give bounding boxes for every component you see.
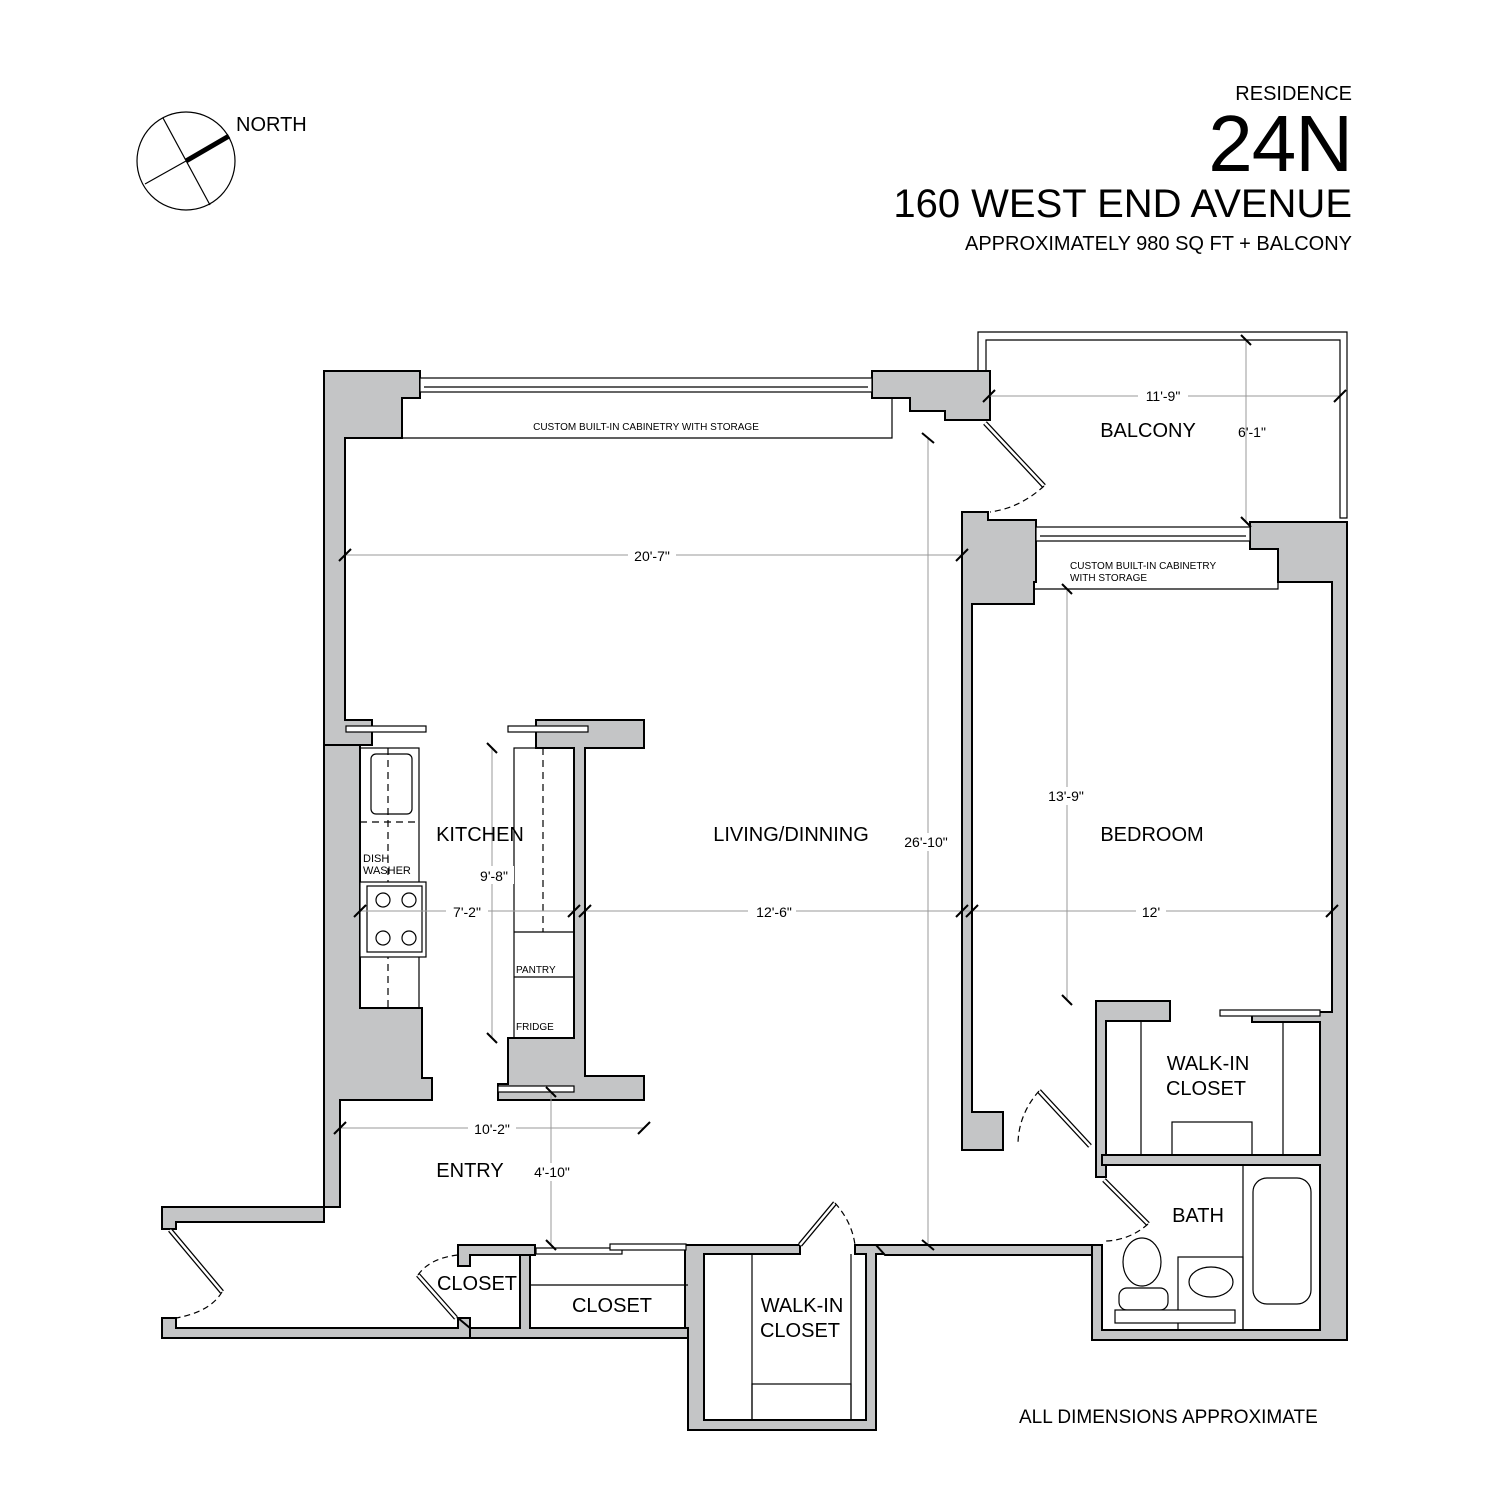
residence-label: RESIDENCE xyxy=(1235,83,1352,105)
dim-entry-depth: 4'-10" xyxy=(534,1164,570,1180)
walls xyxy=(161,370,1348,1431)
building-address: 160 WEST END AVENUE xyxy=(893,182,1352,226)
title-block: RESIDENCE 24N 160 WEST END AVENUE APPROX… xyxy=(893,82,1353,258)
dishwasher-label-line1: DISH xyxy=(363,853,389,865)
room-walkin-hall-line2: CLOSET xyxy=(760,1320,840,1342)
square-footage: APPROXIMATELY 980 SQ FT + BALCONY xyxy=(965,233,1352,255)
dim-living-width: 20'-7" xyxy=(634,548,670,564)
north-arrow-icon xyxy=(136,111,236,211)
fridge-label: FRIDGE xyxy=(516,1022,554,1033)
dimension-labels: 11'-9" 6'-1" 20'-7" 26'-10" 12'-6" 13'-9… xyxy=(446,386,1266,1181)
kitchen-fixtures xyxy=(359,747,575,1039)
cabinetry-bedroom-label-line2: WITH STORAGE xyxy=(1070,573,1147,584)
room-closet-small: CLOSET xyxy=(437,1273,517,1295)
dishwasher-label-line2: WASHER xyxy=(363,865,411,877)
dim-kitchen-length: 9'-8" xyxy=(480,868,508,884)
closet-bath-fixtures xyxy=(530,1021,1312,1421)
room-walkin-bedroom-line2: CLOSET xyxy=(1166,1078,1246,1100)
cabinetry-living-label: CUSTOM BUILT-IN CABINETRY WITH STORAGE xyxy=(533,422,759,433)
built-in-cabinetry xyxy=(402,398,1279,590)
north-label: NORTH xyxy=(236,114,307,136)
room-walkin-hall-line1: WALK-IN xyxy=(761,1295,844,1317)
doors xyxy=(168,421,1321,1320)
room-walkin-bedroom-line1: WALK-IN xyxy=(1167,1053,1250,1075)
dimensions-disclaimer: ALL DIMENSIONS APPROXIMATE xyxy=(1019,1407,1318,1428)
room-kitchen: KITCHEN xyxy=(436,824,524,846)
room-living-dining: LIVING/DINNING xyxy=(713,824,869,846)
unit-number: 24N xyxy=(1208,99,1353,188)
dim-balcony-width: 11'-9" xyxy=(1146,388,1181,404)
dim-entry-width: 10'-2" xyxy=(474,1121,510,1137)
fixture-labels: CUSTOM BUILT-IN CABINETRY WITH STORAGE C… xyxy=(363,422,1216,1033)
cabinetry-bedroom-label-line1: CUSTOM BUILT-IN CABINETRY xyxy=(1070,561,1216,572)
room-bath: BATH xyxy=(1172,1205,1224,1227)
room-balcony: BALCONY xyxy=(1100,420,1196,442)
windows xyxy=(419,377,1251,542)
dimension-lines xyxy=(333,334,1347,1251)
pantry-label: PANTRY xyxy=(516,965,556,976)
dim-bedroom-depth: 13'-9" xyxy=(1048,788,1084,804)
room-closet-entry: CLOSET xyxy=(572,1295,652,1317)
room-bedroom: BEDROOM xyxy=(1100,824,1203,846)
dim-kitchen-width: 7'-2" xyxy=(453,904,481,920)
dim-balcony-depth: 6'-1" xyxy=(1238,424,1266,440)
room-labels: BALCONY LIVING/DINNING BEDROOM KITCHEN E… xyxy=(436,420,1249,1342)
dim-living-span: 12'-6" xyxy=(756,904,792,920)
dim-bedroom-width: 12' xyxy=(1142,904,1160,920)
room-entry: ENTRY xyxy=(436,1160,503,1182)
dim-living-depth: 26'-10" xyxy=(904,834,947,850)
balcony-railing xyxy=(977,331,1348,519)
